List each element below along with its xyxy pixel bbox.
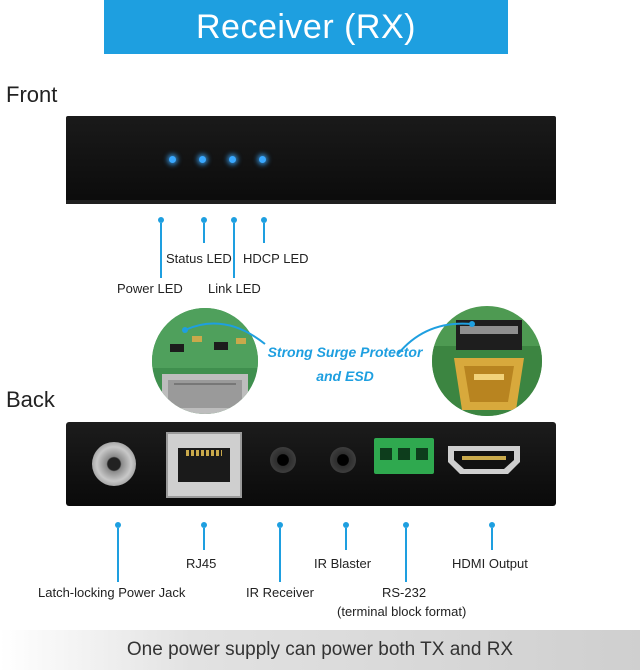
power-jack-line xyxy=(117,528,119,582)
rj45-port-icon xyxy=(166,432,242,498)
ir-receiver-pointer xyxy=(277,522,283,528)
hdmi-port-icon xyxy=(448,446,520,474)
page-title: Receiver (RX) xyxy=(196,7,416,46)
back-label: Back xyxy=(6,387,55,412)
link-led-label: Link LED xyxy=(208,281,261,296)
rj45-label: RJ45 xyxy=(186,556,217,571)
rs232-pointer xyxy=(403,522,409,528)
power-led-pointer xyxy=(158,217,164,223)
ir-blaster-line xyxy=(345,528,347,550)
surge-protector-caption: Strong Surge Protector and ESD xyxy=(256,340,434,388)
status-led-line xyxy=(203,223,205,243)
hdmi-output-line xyxy=(491,528,493,550)
rj45-line xyxy=(203,528,205,550)
power-jack-icon xyxy=(92,442,136,486)
ir-blaster-label: IR Blaster xyxy=(314,556,372,571)
surge-line-2: and ESD xyxy=(316,368,374,384)
front-panel xyxy=(66,116,556,204)
surge-line-1: Strong Surge Protector xyxy=(267,344,423,360)
power-jack-label: Latch-locking Power Jack xyxy=(38,585,186,600)
power-led xyxy=(169,156,176,163)
link-led xyxy=(229,156,236,163)
status-led xyxy=(199,156,206,163)
rs232-terminal-icon xyxy=(374,438,434,474)
ir-blaster-jack-icon xyxy=(330,447,356,473)
status-led-pointer xyxy=(201,217,207,223)
ir-receiver-line xyxy=(279,528,281,582)
hdcp-led-pointer xyxy=(261,217,267,223)
hdmi-output-label: HDMI Output xyxy=(452,556,528,571)
power-jack-pointer xyxy=(115,522,121,528)
footer-bar: One power supply can power both TX and R… xyxy=(0,630,640,670)
hdcp-led xyxy=(259,156,266,163)
rs232-line xyxy=(405,528,407,582)
hdcp-led-line xyxy=(263,223,265,243)
power-led-line xyxy=(160,223,162,278)
ir-receiver-label: IR Receiver xyxy=(246,585,314,600)
hdmi-output-pointer xyxy=(489,522,495,528)
rj45-pointer xyxy=(201,522,207,528)
surge-pointer-right xyxy=(397,321,475,355)
hdcp-led-label: HDCP LED xyxy=(243,251,309,266)
surge-pointer-left xyxy=(182,322,266,345)
rs232-note: (terminal block format) xyxy=(337,604,467,619)
title-banner: Receiver (RX) xyxy=(104,0,508,54)
ir-receiver-jack-icon xyxy=(270,447,296,473)
link-led-line xyxy=(233,223,235,278)
status-led-label: Status LED xyxy=(166,251,232,266)
link-led-pointer xyxy=(231,217,237,223)
footer-text: One power supply can power both TX and R… xyxy=(126,639,514,660)
rs232-label: RS-232 xyxy=(382,585,427,600)
power-led-label: Power LED xyxy=(117,281,183,296)
back-panel xyxy=(66,422,556,506)
ir-blaster-pointer xyxy=(343,522,349,528)
front-label: Front xyxy=(6,82,58,107)
